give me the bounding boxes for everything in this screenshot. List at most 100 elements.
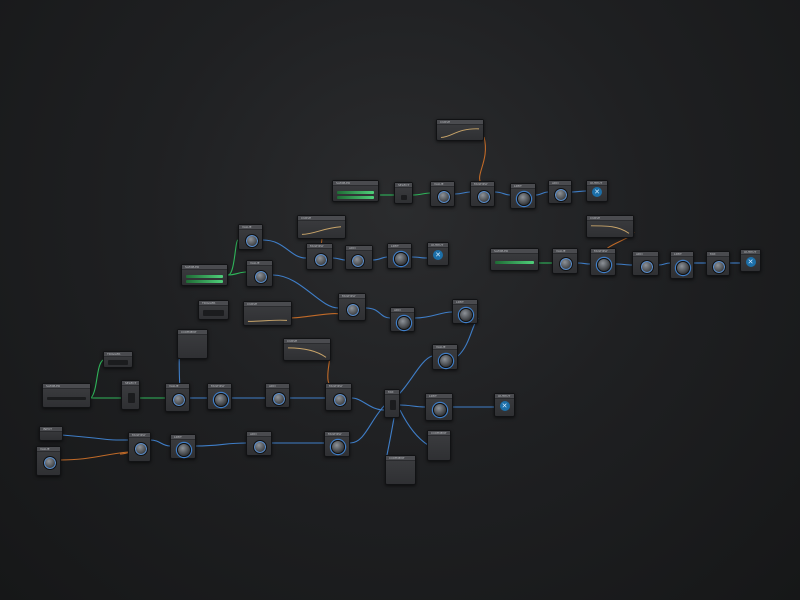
node-label: CURVE	[301, 216, 312, 220]
curve-node[interactable]: CURVE	[297, 215, 346, 239]
trigger-node[interactable]: TRIGGER	[103, 351, 133, 368]
rotary-knob[interactable]	[640, 260, 654, 274]
node-header: CURVE	[284, 339, 330, 344]
rotary-knob[interactable]	[314, 253, 328, 267]
level-bar	[47, 397, 86, 400]
knob-node[interactable]: MULTIPLY	[128, 432, 151, 462]
knob-node[interactable]: MULTIPLY	[325, 383, 352, 411]
rotary-knob[interactable]	[712, 260, 726, 274]
output-node[interactable]: OUTPUT ✕	[494, 393, 515, 417]
rotary-knob[interactable]	[559, 257, 573, 271]
rotary-knob[interactable]	[172, 393, 186, 407]
knob-node[interactable]: MIX	[706, 251, 730, 276]
rotary-knob[interactable]	[676, 261, 690, 275]
knob-node[interactable]: LIMIT	[452, 299, 478, 324]
rotary-knob[interactable]	[177, 443, 191, 457]
node-header: OUTPUT	[587, 181, 607, 186]
knob-node[interactable]: LIMIT	[510, 183, 536, 209]
knob-node[interactable]: MULTIPLY	[207, 383, 232, 410]
sampler-node[interactable]: SAMPLER	[332, 180, 379, 202]
rotary-knob[interactable]	[245, 234, 259, 248]
knob-node[interactable]: ADD	[265, 383, 290, 408]
knob-node[interactable]: MULTIPLY	[306, 243, 333, 270]
node-label: TRIGGER	[202, 301, 216, 305]
rotary-knob[interactable]	[346, 303, 360, 317]
knob-node[interactable]: VALUE	[36, 446, 61, 476]
rotary-knob[interactable]	[459, 308, 473, 322]
knob-node[interactable]: MULTIPLY	[324, 431, 350, 457]
knob-node[interactable]: LIMIT	[425, 393, 453, 421]
knob-node[interactable]: ADD	[390, 307, 415, 332]
rotary-knob[interactable]	[254, 270, 268, 284]
knob-node[interactable]: VALUE	[430, 181, 455, 207]
selector-slot[interactable]	[401, 195, 407, 200]
rotary-knob[interactable]	[477, 190, 491, 204]
rotary-knob[interactable]	[351, 254, 365, 268]
rotary-knob[interactable]	[253, 440, 267, 454]
sampler-node[interactable]: SAMPLER	[181, 264, 228, 286]
rotary-knob[interactable]	[397, 316, 411, 330]
rotary-knob[interactable]	[517, 192, 531, 206]
knob-node[interactable]: MULTIPLY	[470, 181, 495, 207]
knob-node[interactable]: ADD	[632, 251, 659, 276]
rotary-knob[interactable]	[433, 403, 447, 417]
rotary-knob[interactable]	[597, 258, 611, 272]
knob-node[interactable]: LIMIT	[170, 434, 196, 459]
rotary-knob[interactable]	[214, 393, 228, 407]
selector-slot[interactable]	[128, 393, 135, 403]
select-node[interactable]: SELECT	[121, 380, 140, 410]
curve-node[interactable]: CURVE	[283, 338, 331, 361]
curve-graph-icon	[247, 319, 288, 322]
knob-node[interactable]: MULTIPLY	[590, 248, 616, 276]
trigger-slot[interactable]	[108, 360, 128, 365]
rotary-knob[interactable]	[331, 440, 345, 454]
rotary-knob[interactable]	[333, 393, 347, 407]
node-label: COMMENT	[389, 456, 405, 460]
mix-node[interactable]: MIX	[384, 389, 400, 418]
wire	[262, 239, 307, 259]
sampler-node[interactable]: SAMPLER	[42, 383, 91, 408]
output-node[interactable]: OUTPUT ✕	[586, 180, 608, 202]
rotary-knob[interactable]	[554, 188, 568, 202]
output-node[interactable]: OUTPUT ✕	[740, 249, 761, 272]
rotary-knob[interactable]	[439, 354, 453, 368]
knob-node[interactable]: VALUE	[432, 344, 458, 370]
select-node[interactable]: SELECT	[394, 182, 413, 204]
mix-slot[interactable]	[390, 400, 396, 410]
knob-node[interactable]: VALUE	[246, 260, 273, 287]
comment-node[interactable]: COMMENT	[385, 455, 416, 485]
curve-node[interactable]: CURVE	[243, 301, 292, 326]
knob-node[interactable]: ADD	[345, 245, 373, 270]
trigger-slot[interactable]	[203, 310, 224, 316]
comment-node[interactable]: COMMENT	[177, 329, 208, 359]
node-header: MULTIPLY	[326, 384, 351, 389]
output-node[interactable]: OUTPUT ✕	[427, 242, 449, 266]
node-label: MIX	[388, 390, 394, 394]
input-node[interactable]: INPUT	[39, 426, 63, 441]
curve-node[interactable]: CURVE	[436, 119, 484, 141]
rotary-knob[interactable]	[43, 456, 57, 470]
knob-node[interactable]: LIMIT	[387, 243, 412, 269]
knob-node[interactable]: VALUE	[165, 383, 190, 412]
rotary-knob[interactable]	[134, 442, 148, 456]
rotary-knob[interactable]	[437, 190, 451, 204]
comment-node[interactable]: COMMENT	[427, 430, 451, 461]
curve-graph-icon	[301, 226, 342, 235]
knob-node[interactable]: LIMIT	[670, 251, 694, 279]
knob-node[interactable]: MULTIPLY	[338, 293, 366, 321]
output-icon: ✕	[433, 250, 443, 261]
rotary-knob[interactable]	[394, 252, 408, 266]
knob-node[interactable]: ADD	[548, 180, 572, 204]
sampler-node[interactable]: SAMPLER	[490, 248, 539, 271]
knob-node[interactable]: VALUE	[238, 224, 263, 250]
knob-node[interactable]: ADD	[246, 431, 272, 456]
rotary-knob[interactable]	[272, 392, 286, 406]
output-icon: ✕	[499, 401, 510, 412]
node-header: TRIGGER	[104, 352, 132, 357]
curve-node[interactable]: CURVE	[586, 215, 634, 238]
node-label: MULTIPLY	[342, 294, 356, 298]
knob-node[interactable]: VALUE	[552, 248, 578, 274]
wire	[59, 451, 129, 461]
node-header: MULTIPLY	[339, 294, 365, 299]
trigger-node[interactable]: TRIGGER	[198, 300, 229, 320]
